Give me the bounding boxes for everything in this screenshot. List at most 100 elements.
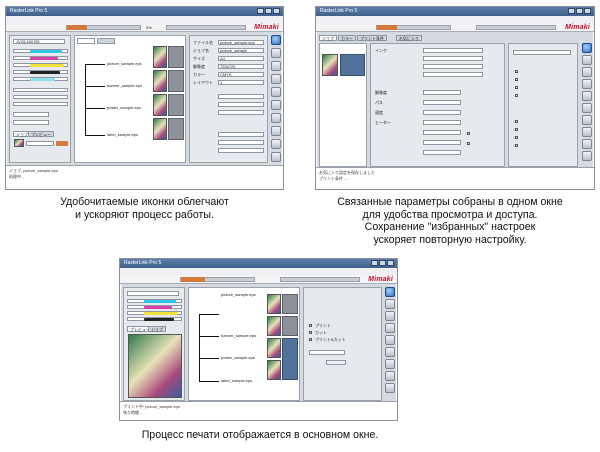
favorite-checkbox[interactable] [515,94,518,97]
tab-tree[interactable] [77,38,95,44]
copies-field[interactable] [309,350,345,355]
heater-select[interactable] [423,120,461,125]
tab-job[interactable]: ジョブ [148,326,166,332]
print-option-radio[interactable] [309,338,312,341]
settings-icon[interactable] [271,152,281,162]
prop-value-field[interactable]: picture_sample [218,48,264,53]
media-width-field[interactable] [13,112,49,117]
prop-extra-field[interactable] [218,110,264,115]
job-name-field[interactable] [26,141,54,146]
job-tree-item[interactable]: banner_sample.eps [107,83,143,88]
resolution-select[interactable] [423,90,461,95]
color-icon[interactable] [271,87,281,97]
prop-value-field[interactable]: picture_sample.eps [218,40,264,45]
minimize-button[interactable] [568,8,575,14]
info-icon[interactable] [271,35,281,45]
print-icon[interactable] [582,67,592,77]
job-tree-item[interactable]: banner_sample.eps [221,333,257,338]
copy-icon[interactable] [271,126,281,136]
print-option-radio[interactable] [309,324,312,327]
print-icon[interactable] [271,61,281,71]
favorite-checkbox[interactable] [515,86,518,89]
tab-print-conditions[interactable]: プリント条件 [357,35,387,41]
close-button[interactable] [584,8,591,14]
minimize-button[interactable] [371,260,378,266]
cut-icon[interactable] [582,103,592,113]
prop-extra-field[interactable] [218,94,264,99]
ink-option-select[interactable] [423,72,483,77]
prop-value-field[interactable]: 720x720 [218,64,264,69]
settings-icon[interactable] [582,151,592,161]
close-button[interactable] [387,260,394,266]
ink-option-select[interactable] [423,64,483,69]
prop-extra-field[interactable] [218,132,264,137]
job-tree-item[interactable]: poster_sample.eps [221,355,255,360]
info-icon[interactable] [582,43,592,53]
maximize-button[interactable] [576,8,583,14]
prop-value-field[interactable]: CMYK [218,72,264,77]
tab-color[interactable]: カラー [338,35,356,41]
favorite-checkbox[interactable] [515,144,518,147]
tab-list[interactable] [97,38,115,44]
favorite-checkbox[interactable] [515,128,518,131]
prop-value-field[interactable]: 1 [218,80,264,85]
info-icon[interactable] [385,287,395,297]
job-tree-item[interactable]: label_sample.eps [107,132,139,137]
option-field[interactable] [423,140,461,145]
rip-icon[interactable] [271,48,281,58]
maximize-button[interactable] [265,8,272,14]
copy-icon[interactable] [582,127,592,137]
favorite-select[interactable] [513,50,571,55]
cut-icon[interactable] [271,100,281,110]
option-field[interactable] [423,150,461,155]
color-icon[interactable] [385,335,395,345]
maximize-button[interactable] [379,260,386,266]
print-icon[interactable] [385,311,395,321]
tab-favorites[interactable]: お気に入り [396,35,422,41]
favorite-checkbox[interactable] [515,120,518,123]
option-checkbox[interactable] [467,142,470,145]
selected-job-block[interactable] [340,54,365,76]
delete-icon[interactable] [582,139,592,149]
rip-icon[interactable] [385,299,395,309]
printer-select[interactable] [127,291,179,296]
printer-select[interactable]: JV33-160 BS [13,39,65,44]
prop-extra-field[interactable] [218,148,264,153]
tab-preview[interactable]: プレビュー [28,131,54,137]
tab-job[interactable]: ジョブ [319,35,337,41]
media-length-field[interactable] [13,120,49,125]
favorite-checkbox[interactable] [515,70,518,73]
job-tree-item[interactable]: poster_sample.eps [107,105,141,110]
rip-icon[interactable] [582,55,592,65]
favorite-checkbox[interactable] [515,136,518,139]
tile-icon[interactable] [582,115,592,125]
print-option-radio[interactable] [309,331,312,334]
tile-icon[interactable] [385,359,395,369]
close-button[interactable] [273,8,280,14]
tile-icon[interactable] [271,113,281,123]
color-icon[interactable] [582,91,592,101]
ink-option-select[interactable] [423,56,483,61]
job-tree-item[interactable]: label_sample.eps [221,378,253,383]
pass-select[interactable] [423,100,461,105]
prop-value-field[interactable]: A4 [218,56,264,61]
favorite-checkbox[interactable] [515,78,518,81]
copy-icon[interactable] [385,371,395,381]
minimize-button[interactable] [257,8,264,14]
prop-extra-field[interactable] [218,140,264,145]
delete-icon[interactable] [271,139,281,149]
cut-icon[interactable] [385,347,395,357]
job-tree-item[interactable]: picture_sample.eps [221,292,256,297]
prop-extra-field[interactable] [218,102,264,107]
start-button[interactable] [326,360,346,365]
option-checkbox[interactable] [467,132,470,135]
ink-select[interactable] [423,48,483,53]
layout-icon[interactable] [385,323,395,333]
job-tree-item[interactable]: picture_sample.eps [107,61,142,66]
layout-icon[interactable] [582,79,592,89]
option-field[interactable] [423,130,461,135]
speed-select[interactable] [423,110,461,115]
printing-job-block[interactable] [282,338,298,380]
delete-icon[interactable] [385,383,395,393]
layout-icon[interactable] [271,74,281,84]
